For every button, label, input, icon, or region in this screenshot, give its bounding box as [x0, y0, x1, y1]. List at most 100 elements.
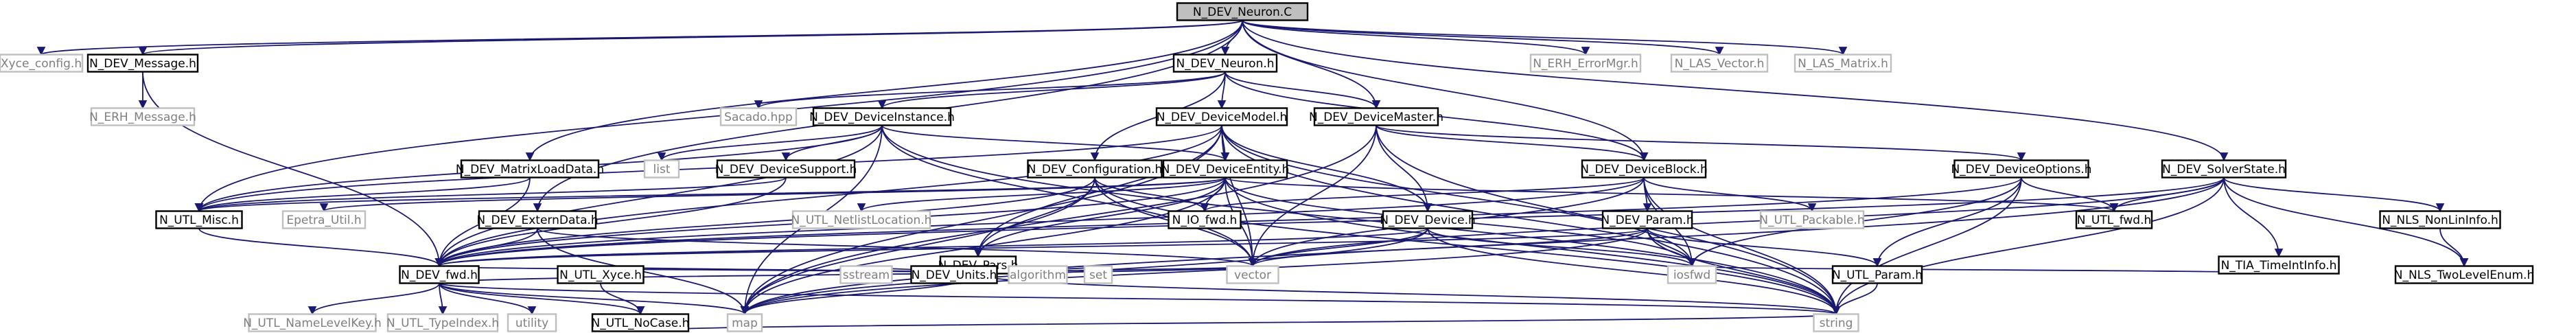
node-label: N_DEV_SolverState.h [2162, 163, 2286, 176]
node-label: Sacado.hpp [724, 111, 793, 124]
node-n-dev-solverstate-h[interactable]: N_DEV_SolverState.h [2161, 159, 2287, 179]
edge-n-dev-neuron-h-to-n-dev-deviceinstance-h [877, 71, 1226, 109]
edge-n-dev-pars-h-to-n-dev-fwd-h [436, 265, 979, 275]
node-label: N_TIA_TimeIntInfo.h [2221, 259, 2337, 273]
node-box [1162, 159, 1288, 179]
node-label: N_UTL_TypeIndex.h [386, 317, 499, 330]
node-n-dev-devicemodel-h[interactable]: N_DEV_DeviceModel.h [1155, 107, 1288, 126]
node-n-erh-errormgr-h: N_ERH_ErrorMgr.h [1529, 54, 1642, 73]
node-n-tia-timeintinfo-h[interactable]: N_TIA_TimeIntInfo.h [2218, 255, 2340, 275]
node-xyce-config-h: Xyce_config.h [0, 54, 84, 73]
node-box [1168, 210, 1242, 229]
node-box [478, 210, 597, 229]
node-box [1083, 265, 1113, 284]
node-label: list [653, 163, 671, 176]
edge-n-dev-fwd-h-to-n-utl-nocase-h [439, 283, 645, 315]
node-box [1155, 107, 1288, 126]
edge-n-dev-neuron-c-to-n-dev-deviceblock-h [1242, 20, 1649, 161]
edge-n-dev-device-h-to-n-dev-fwd-h [435, 227, 1428, 267]
node-n-dev-deviceentity-h[interactable]: N_DEV_DeviceEntity.h [1161, 159, 1290, 179]
edge-n-utl-xyce-h-to-n-utl-nocase-h [600, 283, 645, 315]
edge-n-dev-devicesupport-h-to-n-utl-misc-h [195, 176, 787, 212]
node-sstream: sstream [839, 265, 893, 284]
node-string: string [1813, 313, 1859, 332]
node-box [1176, 2, 1309, 21]
node-n-dev-configuration-h[interactable]: N_DEV_Configuration.h [1027, 159, 1163, 179]
node-n-dev-units-h[interactable]: N_DEV_Units.h [910, 265, 998, 284]
node-n-dev-message-h[interactable]: N_DEV_Message.h [86, 54, 199, 73]
node-label: N_UTL_NameLevelKey.h [243, 317, 382, 330]
node-box [1382, 210, 1474, 229]
node-box [90, 107, 196, 126]
edge-n-dev-devicemaster-h-to-n-dev-deviceoptions-h [1376, 124, 2026, 161]
node-box [1172, 54, 1278, 73]
node-box [1759, 210, 1865, 229]
edge-n-dev-fwd-h-to-n-utl-typeindex-h [438, 283, 448, 315]
edge-n-dev-neuron-c-to-n-dev-matrixloaddata-h [525, 20, 1243, 161]
node-n-dev-param-h[interactable]: N_DEV_Param.h [1601, 210, 1694, 229]
edge-n-dev-solverstate-h-to-vector [1248, 177, 2225, 267]
node-label: N_DEV_fwd.h [401, 268, 478, 282]
edge-n-dev-device-h-to-iosfwd [1427, 228, 1697, 267]
node-label: N_UTL_NetlistLocation.h [791, 214, 932, 227]
edge-n-dev-deviceblock-h-to-n-dev-fwd-h [435, 177, 1645, 267]
node-iosfwd: iosfwd [1667, 265, 1717, 284]
node-n-dev-neuron-c[interactable]: N_DEV_Neuron.C [1176, 2, 1309, 21]
edge-n-dev-deviceentity-h-to-string [1225, 177, 1841, 315]
node-n-dev-deviceinstance-h[interactable]: N_DEV_DeviceInstance.h [809, 107, 955, 126]
node-n-dev-device-h[interactable]: N_DEV_Device.h [1380, 210, 1476, 229]
node-label: N_UTL_fwd.h [2077, 214, 2152, 227]
node-n-nls-nonlininfo-h[interactable]: N_NLS_NonLinInfo.h [2379, 210, 2501, 229]
node-n-dev-deviceblock-h[interactable]: N_DEV_DeviceBlock.h [1580, 159, 1708, 179]
node-box [1667, 265, 1717, 284]
node-label: N_IO_fwd.h [1172, 214, 1238, 227]
node-box [507, 313, 557, 332]
edge-n-dev-devicemaster-h-to-n-dev-deviceblock-h [1376, 125, 1649, 161]
edge-n-dev-devicemaster-h-to-map [740, 125, 1377, 315]
node-n-dev-externdata-h[interactable]: N_DEV_ExternData.h [476, 210, 599, 229]
node-n-dev-devicemaster-h[interactable]: N_DEV_DeviceMaster.h [1309, 107, 1443, 126]
edge-n-dev-fwd-h-to-map [439, 282, 750, 315]
node-label: N_DEV_DeviceInstance.h [809, 111, 955, 124]
node-n-dev-deviceoptions-h[interactable]: N_DEV_DeviceOptions.h [1951, 159, 2092, 179]
node-label: N_DEV_Message.h [89, 57, 196, 71]
node-n-utl-param-h[interactable]: N_UTL_Param.h [1831, 265, 1923, 284]
node-box [386, 313, 499, 332]
edge-n-dev-neuron-c-to-n-erh-errormgr-h [1242, 19, 1590, 56]
node-n-utl-misc-h[interactable]: N_UTL_Misc.h [155, 210, 243, 229]
node-n-utl-nocase-h[interactable]: N_UTL_NoCase.h [592, 313, 690, 332]
node-box [812, 107, 952, 126]
edge-n-dev-device-h-to-string [1427, 228, 1841, 315]
node-label: N_DEV_DeviceOptions.h [1951, 163, 2091, 176]
node-box [1529, 54, 1642, 73]
node-n-dev-matrixloaddata-h[interactable]: N_DEV_MatrixLoadData.h [456, 159, 604, 179]
node-n-dev-neuron-h[interactable]: N_DEV_Neuron.h [1172, 54, 1278, 73]
edge-n-dev-devicemodel-h-to-n-utl-misc-h [194, 125, 1222, 212]
node-box [86, 54, 199, 73]
node-layer: N_DEV_Neuron.C Xyce_config.h N_DEV_Message… [0, 2, 2534, 332]
node-n-utl-xyce-h[interactable]: N_UTL_Xyce.h [557, 265, 645, 284]
edge-n-dev-solverstate-h-to-n-nls-twolevelenum-h [2223, 177, 2469, 267]
node-label: Epetra_Util.h [286, 214, 361, 227]
edge-n-dev-matrixloaddata-h-to-n-utl-misc-h [194, 176, 531, 212]
node-n-utl-netlistlocation-h: N_UTL_NetlistLocation.h [791, 210, 932, 229]
edge-n-utl-misc-h-to-n-dev-fwd-h [198, 228, 444, 267]
edge-n-dev-neuron-h-to-n-dev-devicemaster-h [1225, 71, 1381, 109]
edge-n-dev-param-h-to-n-utl-param-h [1647, 228, 1882, 267]
node-map: map [726, 313, 763, 332]
node-n-dev-fwd-h[interactable]: N_DEV_fwd.h [399, 265, 480, 284]
node-n-nls-twolevelenum-h[interactable]: N_NLS_TwoLevelEnum.h [2394, 265, 2534, 284]
node-n-dev-devicesupport-h[interactable]: N_DEV_DeviceSupport.h [715, 159, 857, 179]
node-box [719, 107, 798, 126]
node-n-utl-fwd-h[interactable]: N_UTL_fwd.h [2075, 210, 2153, 229]
node-label: N_UTL_NoCase.h [592, 317, 690, 330]
node-box [281, 210, 367, 229]
edge-n-dev-solverstate-h-to-n-nls-nonlininfo-h [2223, 177, 2445, 212]
edge-n-dev-deviceinstance-h-to-vector [881, 125, 1257, 267]
node-box [2161, 159, 2287, 179]
node-label: sstream [843, 268, 890, 282]
node-box [1226, 265, 1279, 284]
node-n-io-fwd-h[interactable]: N_IO_fwd.h [1168, 210, 1242, 229]
node-label: N_ERH_ErrorMgr.h [1533, 57, 1638, 71]
